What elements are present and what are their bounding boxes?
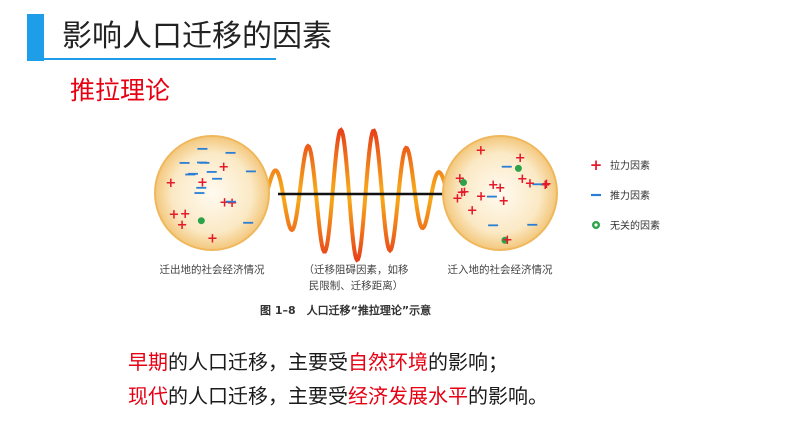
legend-item-pull: + 拉力因素 [590,156,650,174]
plus-symbol: + [177,218,188,233]
section-subtitle: 推拉理论 [70,76,171,105]
neutral-symbol [514,164,522,172]
line1-prefix: 早期 [128,350,168,374]
destination-factor-symbols: ++++++++++++++++ [452,143,552,247]
plus-symbol: + [197,175,208,190]
plus-symbol: + [541,177,552,192]
legend: + 拉力因素 推力因素 无关的因素 [590,156,660,232]
push-pull-diagram: +++++++++ ++++++++++++++++ 迁出地的社会经济情况 （迁… [154,127,660,317]
plus-symbol: + [517,172,528,187]
plus-symbol: + [218,160,229,175]
plus-symbol: + [207,232,218,247]
plus-symbol: + [227,196,238,211]
legend-label-neutral: 无关的因素 [610,219,660,232]
neutral-symbol [197,217,205,225]
plus-symbol: + [459,185,470,200]
obstacle-wave [248,127,464,263]
plus-symbol: + [502,233,513,248]
figure-caption: 图 1–8 人口迁移“推拉理论”示意 [260,303,431,317]
plus-symbol: + [168,207,179,222]
line1-middle: 的人口迁移，主要受 [168,350,348,374]
plus-symbol: + [454,171,465,186]
plus-symbol: + [165,176,176,191]
plus-symbol: + [456,185,467,200]
obstacle-label-line2: 民限制、迁移距离） [309,279,404,292]
destination-circle [442,135,558,251]
plus-symbol: + [219,195,230,210]
line2-prefix: 现代 [128,384,168,408]
plus-symbol: + [488,178,499,193]
plus-symbol: + [476,190,487,205]
plus-symbol: + [475,143,486,158]
plus-symbol: + [495,181,506,196]
origin-label: 迁出地的社会经济情况 [160,263,265,276]
conclusion-line-early: 早期的人口迁移，主要受自然环境的影响； [128,348,508,376]
plus-symbol: + [525,177,536,192]
page-title: 影响人口迁移的因素 [62,19,332,54]
legend-label-pull: 拉力因素 [610,159,650,172]
legend-item-push: 推力因素 [591,189,650,202]
destination-label: 迁入地的社会经济情况 [448,263,553,276]
line2-highlight: 经济发展水平 [348,384,468,408]
neutral-dot-center [594,223,598,227]
title-accent-bar [27,14,44,61]
line2-suffix: 的影响。 [468,384,548,408]
plus-icon: + [590,156,603,174]
line1-highlight: 自然环境 [348,350,428,374]
plus-symbol: + [498,194,509,209]
legend-item-neutral: 无关的因素 [592,219,660,232]
origin-factor-symbols: +++++++++ [165,147,256,247]
obstacle-label-line1: （迁移阻碍因素，如移 [304,263,409,276]
plus-symbol: + [467,204,478,219]
origin-circle [154,135,270,251]
line2-middle: 的人口迁移，主要受 [168,384,348,408]
line1-suffix: 的影响； [428,350,508,374]
title-underline [44,58,276,60]
conclusion-line-modern: 现代的人口迁移，主要受经济发展水平的影响。 [128,382,548,410]
plus-symbol: + [540,178,551,193]
neutral-symbol [460,178,468,186]
neutral-symbol [501,236,509,244]
plus-symbol: + [515,151,526,166]
legend-label-push: 推力因素 [610,189,650,202]
plus-symbol: + [452,191,463,206]
plus-symbol: + [180,207,191,222]
